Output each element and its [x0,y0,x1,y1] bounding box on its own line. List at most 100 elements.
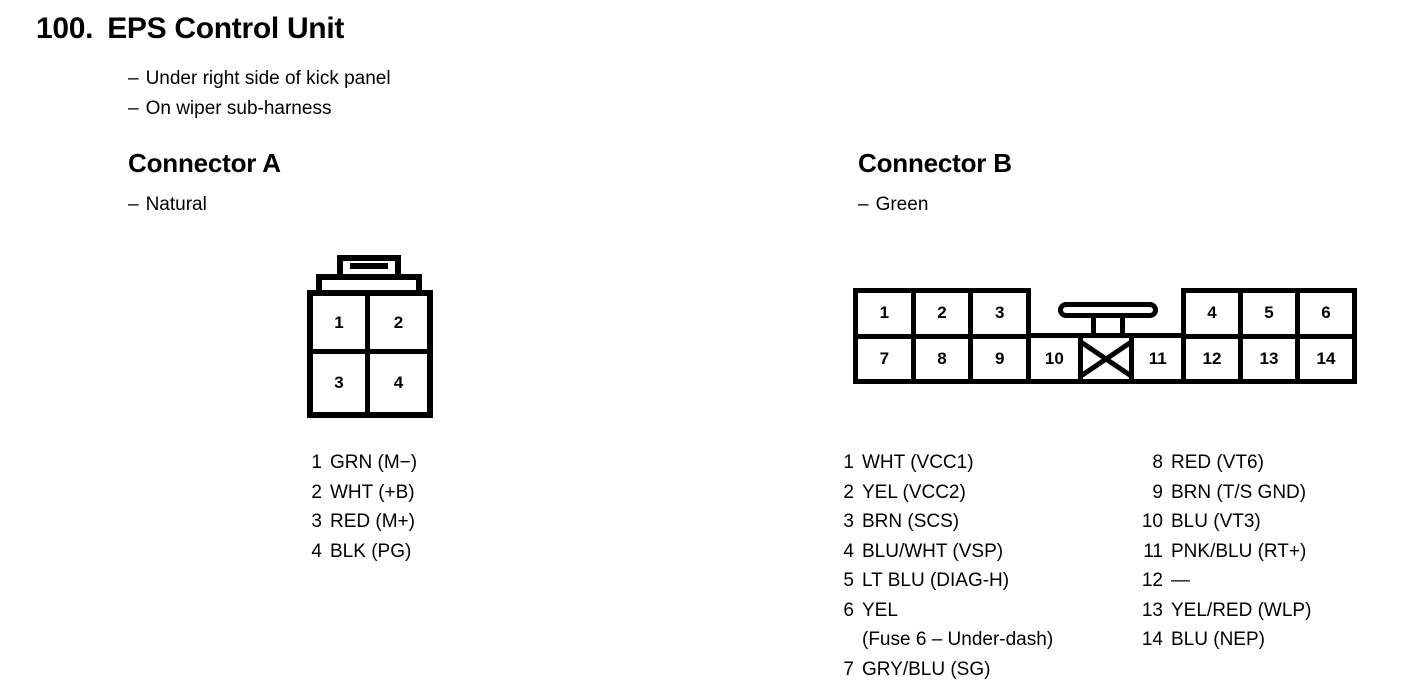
connector-b-color-text: Green [875,194,929,215]
pin-description: BRN (T/S GND) [1171,481,1307,503]
connector-b-latch-stem-left [1091,316,1096,338]
pin-description: GRN (M−) [330,452,418,473]
pin-description: RED (VT6) [1171,452,1264,473]
pin-description: WHT (+B) [330,481,415,503]
pin-description: PNK/BLU (RT+) [1171,540,1307,562]
page-title: 100. EPS Control Unit [36,12,344,46]
connector-a-pin-cell: 4 [393,373,404,392]
pin-description: LT BLU (DIAG-H) [862,570,1010,591]
pin-row: 8 RED (VT6) [1135,448,1311,478]
pin-number: 7 [843,658,854,680]
connector-a-housing-body: 1 2 3 4 [307,290,433,418]
connector-b-pin-cell: 11 [1148,348,1167,368]
connector-b-header: Connector B –Green [858,148,1012,216]
pin-row: 1 WHT (VCC1) [832,448,1053,478]
unit-note-text: Under right side of kick panel [145,68,391,89]
connector-b-left-block: 1 2 3 7 8 9 [853,288,1031,384]
pin-description: BLU (VT3) [1171,511,1261,532]
pin-description: BLK (PG) [330,540,412,562]
pin-row-continuation: (Fuse 6 – Under-dash) [832,625,1053,655]
connector-a-color-text: Natural [145,194,207,215]
pin-row: 11 PNK/BLU (RT+) [1135,537,1311,567]
pin-number: 6 [843,599,854,621]
connector-b-latch-stem-right [1120,316,1125,338]
pin-row: 5 LT BLU (DIAG-H) [832,566,1053,596]
connector-b-row-bottom: 12 13 14 [1186,338,1352,379]
bullet-dash: – [128,98,139,119]
page-title-text: EPS Control Unit [107,12,345,45]
pin-row: 6 YEL [832,596,1053,626]
pin-row: 4 BLK (PG) [300,537,417,567]
pin-description: BLU (NEP) [1171,629,1265,650]
pin-row: 13 YEL/RED (WLP) [1135,596,1312,626]
connector-b-pin-cell: 6 [1321,303,1331,323]
unit-location-notes: –Under right side of kick panel –On wipe… [128,64,391,124]
bullet-dash: – [858,194,869,215]
pin-description: GRY/BLU (SG) [862,658,991,680]
connector-b-pin-cell: 13 [1243,338,1300,379]
page-title-number: 100. [36,12,94,45]
pin-description: BRN (SCS) [862,511,960,532]
bullet-dash: – [128,68,139,89]
pin-row: 7 GRY/BLU (SG) [832,655,1053,685]
connector-b-pin-cell: 1 [858,293,916,334]
unit-note-text: On wiper sub-harness [145,98,332,119]
pin-description: RED (M+) [330,511,415,532]
connector-a-color: –Natural [128,194,281,216]
connector-b-pin-cell: 8 [916,338,974,379]
pin-description: WHT (VCC1) [862,452,974,473]
connector-b-row-bottom: 7 8 9 [858,338,1026,379]
connector-b-pin-cell: 4 [1186,293,1243,334]
pin-number: 10 [1141,511,1163,532]
connector-b-color: –Green [858,194,1012,216]
connector-b-row-top: 1 2 3 [858,293,1026,339]
connector-b-pin-cell: 7 [858,338,916,379]
pin-number: 13 [1141,599,1163,621]
pin-number: 1 [843,452,854,473]
connector-b-pin-cell: 9 [994,348,1005,368]
connector-b-pin-cell: 14 [1316,348,1336,368]
connector-b-heading: Connector B [858,148,1012,178]
connector-b-pin-cell: 12 [1186,338,1243,379]
connector-a-pin-diagram: 1 2 3 4 [300,255,440,421]
connector-a-shoulder [316,274,422,292]
pin-number: 8 [1152,452,1163,473]
connector-b-pin-cell: 5 [1243,293,1300,334]
connector-b-pin-cell: 3 [994,303,1005,323]
unit-note: –Under right side of kick panel [128,64,391,94]
connector-a-pin-cell: 1 [313,296,370,354]
pin-description: — [1171,570,1190,591]
connector-a-header: Connector A –Natural [128,148,281,216]
pin-description: YEL/RED (WLP) [1171,599,1312,621]
pin-number: 12 [1141,570,1163,591]
connector-a-pin-cell: 2 [370,296,427,354]
connector-b-pin-diagram: 1 2 3 7 8 9 10 11 4 5 6 12 13 14 [853,288,1357,384]
bullet-dash: – [128,194,139,215]
connector-a-latch-slot [350,263,388,269]
connector-b-pin-cell: 2 [916,293,974,334]
pin-row: 12 — [1135,566,1311,596]
connector-b-row-top: 4 5 6 [1186,293,1352,339]
pin-number: 5 [843,570,854,591]
pin-number: 2 [843,481,854,503]
pin-number: 3 [843,511,854,532]
pin-description: BLU/WHT (VSP) [862,540,1004,562]
connector-b-blank-cavity [1083,338,1135,379]
pin-row: 4 BLU/WHT (VSP) [832,537,1053,567]
connector-a-pin-cell: 3 [313,354,370,412]
pin-number: 4 [311,540,322,562]
pin-number: 11 [1143,540,1163,562]
connector-b-right-block: 4 5 6 12 13 14 [1181,288,1357,384]
pin-description: YEL [862,599,898,621]
pin-number: 2 [311,481,322,503]
connector-a-heading: Connector A [128,148,281,178]
pin-number: 4 [843,540,854,562]
connector-a-latch-tab [337,255,401,276]
connector-b-middle-block: 10 11 [1026,333,1186,384]
